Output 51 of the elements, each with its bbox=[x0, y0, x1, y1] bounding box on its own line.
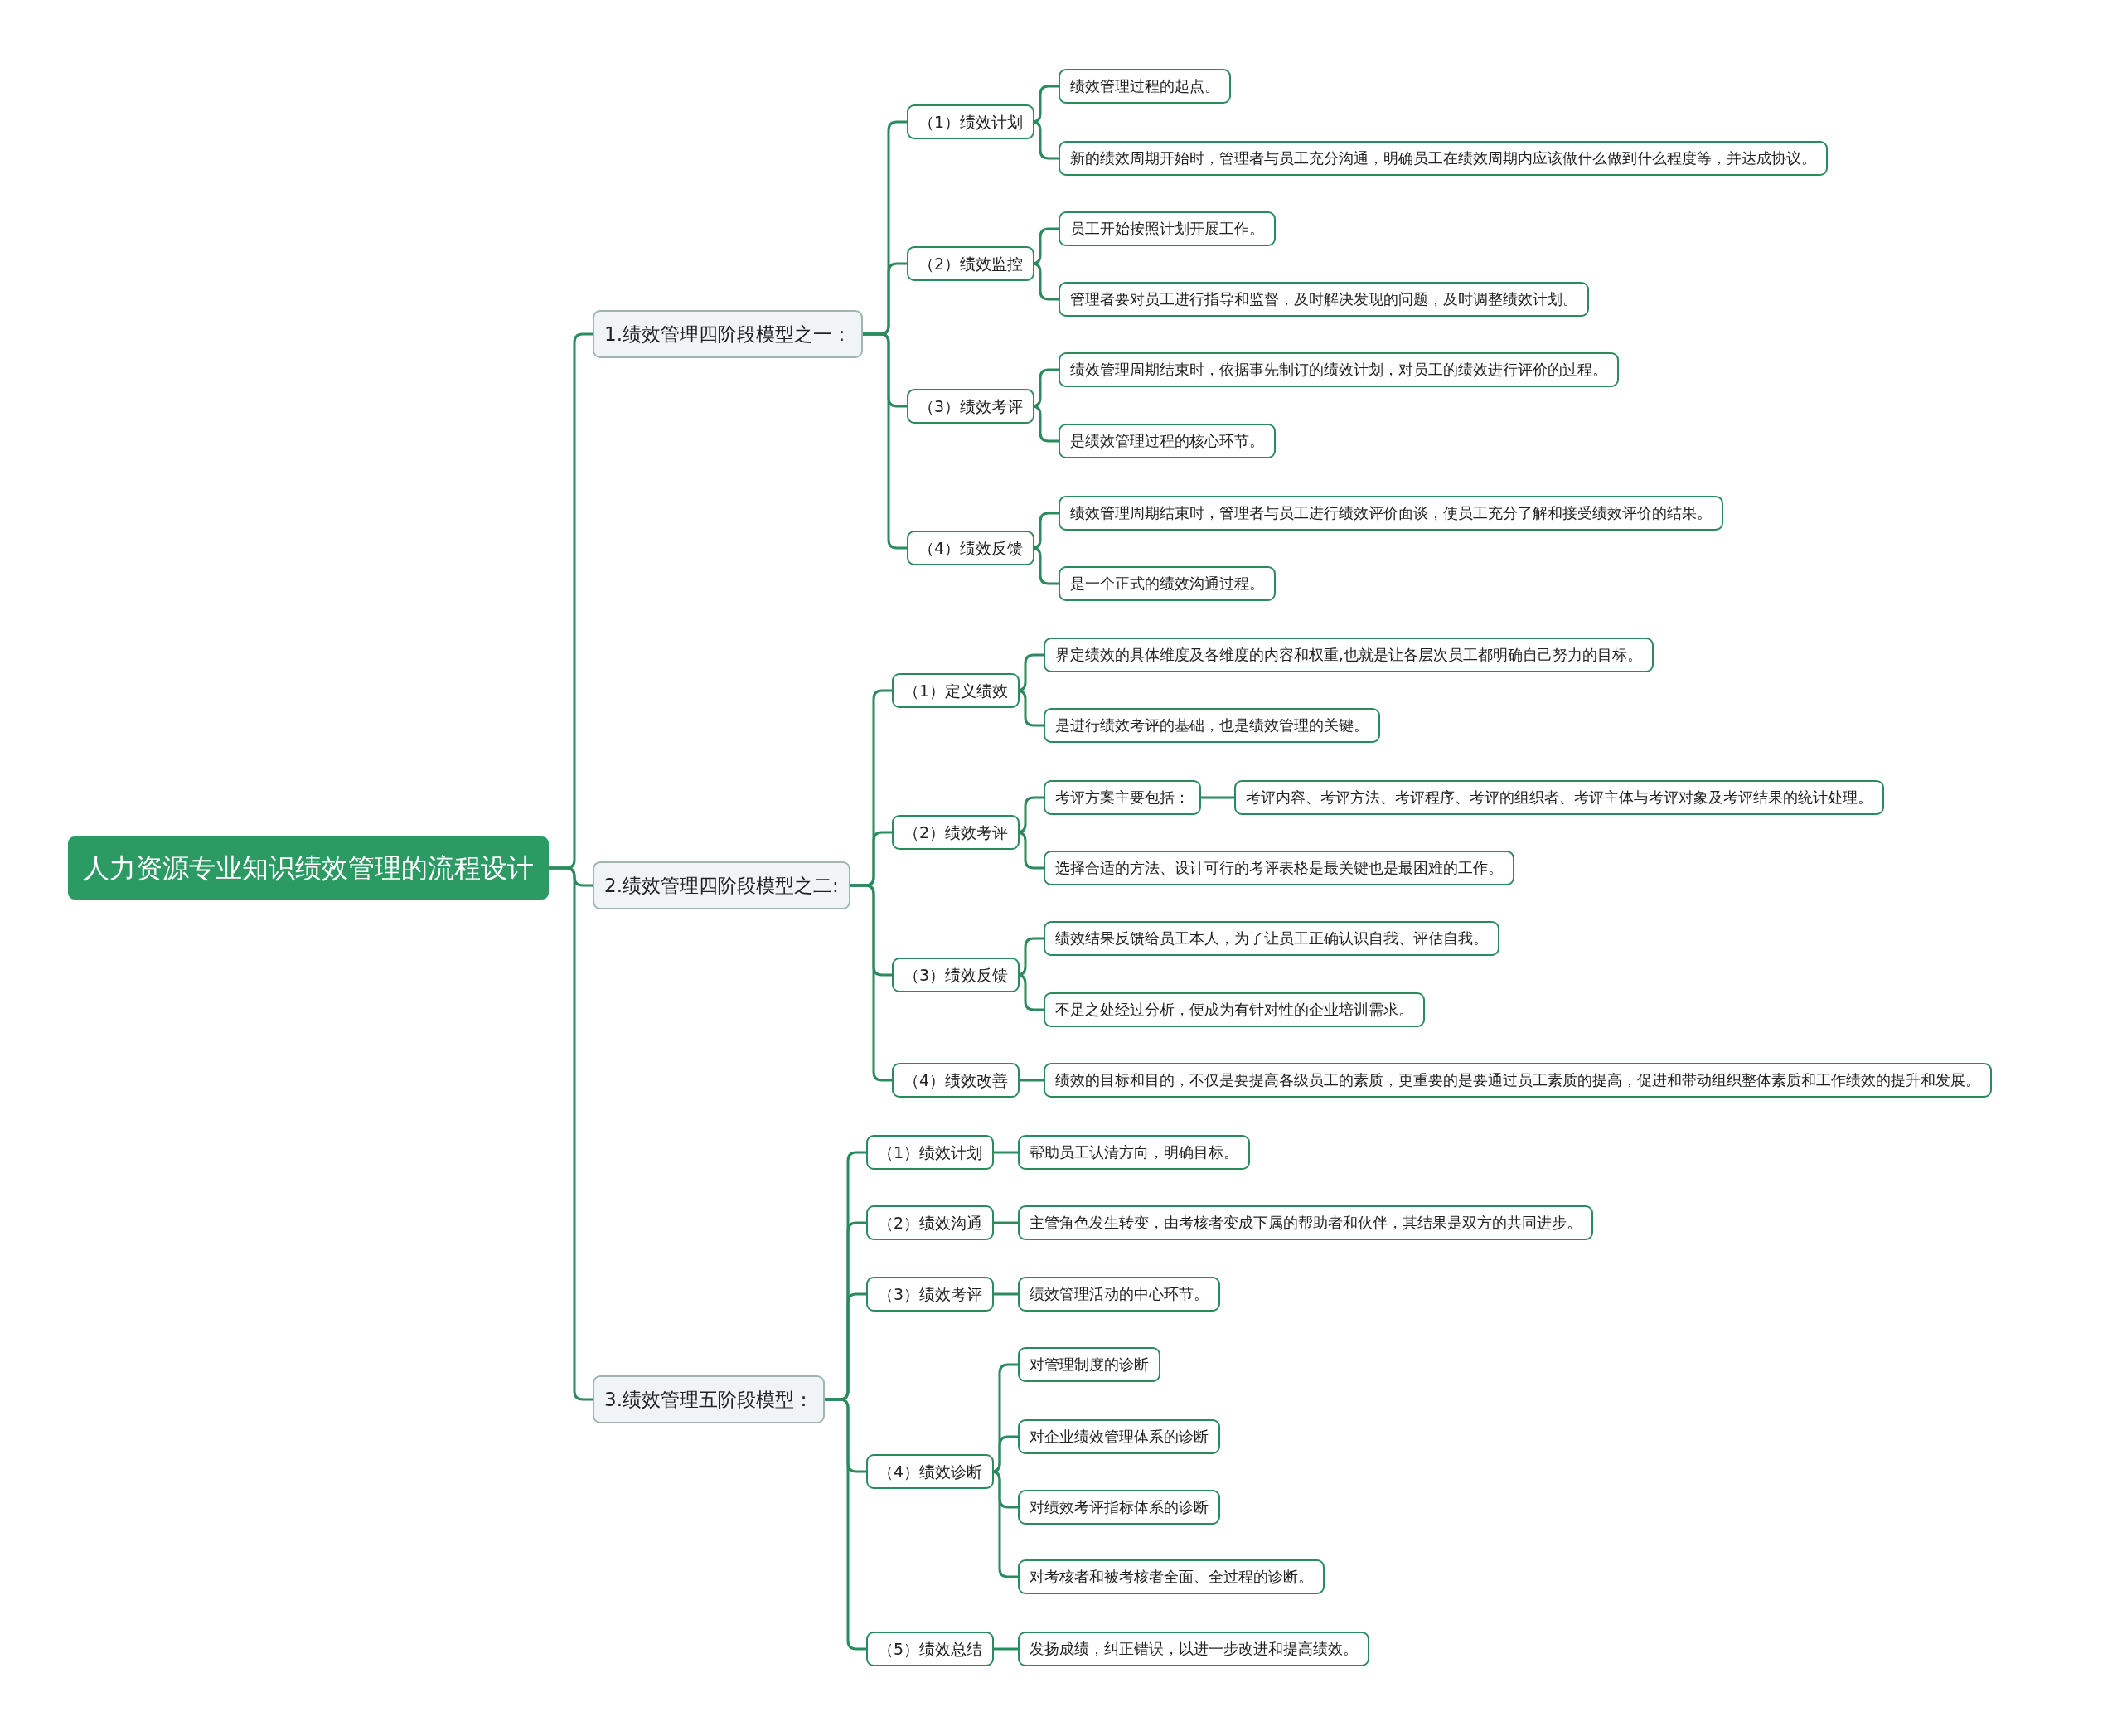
detail-box: 不足之处经过分析，便成为有针对性的企业培训需求。 bbox=[1044, 992, 1425, 1027]
detail-box: 绩效结果反馈给员工本人，为了让员工正确认识自我、评估自我。 bbox=[1044, 921, 1499, 956]
subtopic-box: （5）绩效总结 bbox=[866, 1632, 995, 1666]
detail-box: 帮助员工认清方向，明确目标。 bbox=[1018, 1135, 1250, 1170]
connector-line bbox=[994, 1292, 1018, 1296]
subtopic-box: （2）绩效监控 bbox=[907, 246, 1035, 281]
connector-line bbox=[863, 332, 907, 550]
subtopic-box: （1）定义绩效 bbox=[892, 673, 1020, 708]
detail-box: 对企业绩效管理体系的诊断 bbox=[1018, 1419, 1220, 1454]
connector-line bbox=[994, 1221, 1018, 1224]
main-branch-box: 1.绩效管理四阶段模型之一： bbox=[593, 310, 863, 358]
subtopic-box: （3）绩效考评 bbox=[907, 389, 1035, 424]
subtopic-box: （1）绩效计划 bbox=[866, 1135, 995, 1170]
connector-line bbox=[850, 884, 892, 1082]
connector-line bbox=[549, 866, 593, 1401]
main-branch-box: 2.绩效管理四阶段模型之二: bbox=[593, 861, 850, 909]
detail-box: 员工开始按照计划开展工作。 bbox=[1059, 211, 1276, 246]
subtopic-box: （4）绩效改善 bbox=[892, 1063, 1020, 1098]
subtopic-box: （4）绩效诊断 bbox=[866, 1454, 995, 1489]
detail-box: 是进行绩效考评的基础，也是绩效管理的关键。 bbox=[1044, 708, 1380, 743]
detail-box: 是一个正式的绩效沟通过程。 bbox=[1059, 566, 1276, 601]
connector-line bbox=[994, 1151, 1018, 1154]
detail-box: 是绩效管理过程的核心环节。 bbox=[1059, 424, 1276, 458]
connector-line bbox=[1020, 1079, 1044, 1082]
detail-box: 绩效管理周期结束时，依据事先制订的绩效计划，对员工的绩效进行评价的过程。 bbox=[1059, 352, 1619, 387]
detail-box: 绩效管理活动的中心环节。 bbox=[1018, 1277, 1220, 1312]
detail-box: 对绩效考评指标体系的诊断 bbox=[1018, 1490, 1220, 1525]
detail-box: 选择合适的方法、设计可行的考评表格是最关键也是最困难的工作。 bbox=[1044, 851, 1514, 885]
connector-line bbox=[994, 1647, 1018, 1651]
subtopic-box: （3）绩效考评 bbox=[866, 1277, 995, 1312]
detail-box: 新的绩效周期开始时，管理者与员工充分沟通，明确员工在绩效周期内应该做什么做到什么程度等，并达成协议。 bbox=[1059, 141, 1828, 176]
detail-box: 主管角色发生转变，由考核者变成下属的帮助者和伙伴，其结果是双方的共同进步。 bbox=[1018, 1205, 1593, 1240]
subtopic-box: （1）绩效计划 bbox=[907, 104, 1035, 139]
detail-box: 考评内容、考评方法、考评程序、考评的组织者、考评主体与考评对象及考评结果的统计处理。 bbox=[1234, 780, 1884, 815]
detail-box: 界定绩效的具体维度及各维度的内容和权重,也就是让各层次员工都明确自己努力的目标。 bbox=[1044, 638, 1654, 672]
root-topic-box: 人力资源专业知识绩效管理的流程设计 bbox=[68, 836, 549, 900]
subtopic-box: （2）绩效沟通 bbox=[866, 1205, 995, 1240]
connector-line bbox=[1201, 796, 1234, 799]
connector-line bbox=[825, 1398, 866, 1651]
detail-box: 绩效管理过程的起点。 bbox=[1059, 69, 1231, 104]
detail-box: 绩效管理周期结束时，管理者与员工进行绩效评价面谈，使员工充分了解和接受绩效评价的结果。 bbox=[1059, 496, 1723, 531]
detail-box: 对考核者和被考核者全面、全过程的诊断。 bbox=[1018, 1559, 1325, 1594]
subtopic-box: （2）绩效考评 bbox=[892, 815, 1020, 850]
main-branch-box: 3.绩效管理五阶段模型： bbox=[593, 1375, 825, 1423]
detail-box: 发扬成绩，纠正错误，以进一步改进和提高绩效。 bbox=[1018, 1632, 1369, 1666]
detail-box: 考评方案主要包括： bbox=[1044, 780, 1201, 815]
detail-box: 对管理制度的诊断 bbox=[1018, 1347, 1160, 1382]
detail-box: 管理者要对员工进行指导和监督，及时解决发现的问题，及时调整绩效计划。 bbox=[1059, 282, 1589, 317]
subtopic-box: （4）绩效反馈 bbox=[907, 531, 1035, 565]
subtopic-box: （3）绩效反馈 bbox=[892, 958, 1020, 992]
detail-box: 绩效的目标和目的，不仅是要提高各级员工的素质，更重要的是要通过员工素质的提高，促进和带动组织整体素质和工作绩效的提升和发展。 bbox=[1044, 1063, 1992, 1098]
